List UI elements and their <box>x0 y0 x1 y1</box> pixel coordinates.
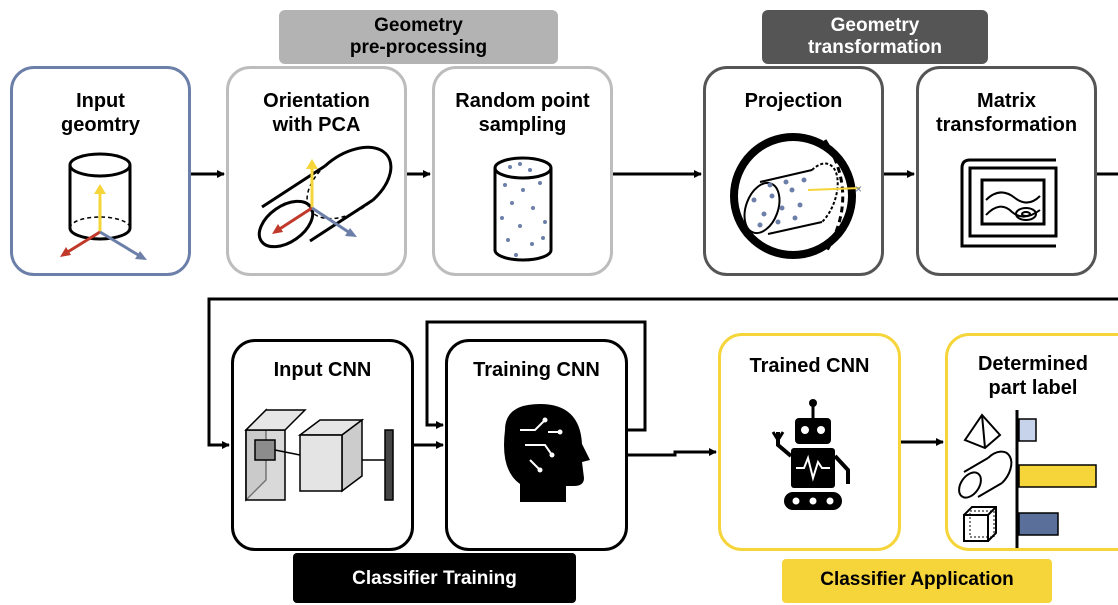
robot-icon <box>771 399 850 510</box>
classifier-training-banner: Classifier Training <box>293 553 576 603</box>
orientation-title: Orientation with PCA <box>263 90 370 136</box>
transformation-banner: Geometry transformation <box>762 10 988 64</box>
sampling-title: Random point sampling <box>455 90 590 136</box>
input-geometry-box: Input geomtry <box>10 66 191 276</box>
oriented-cylinder-icon <box>257 145 393 249</box>
bar-cylinder <box>1018 464 1097 488</box>
arrow-training-loop <box>425 320 647 432</box>
svg-text:×: × <box>855 182 862 196</box>
label-bars <box>1018 418 1097 536</box>
cnn-layers-icon <box>244 408 394 502</box>
sampling-box: Random point sampling <box>432 66 613 276</box>
bar-cube <box>1018 512 1059 536</box>
bar-pyramid <box>1018 418 1037 442</box>
projection-icon: × <box>730 133 862 259</box>
classifier-application-banner: Classifier Application <box>782 559 1052 603</box>
arrow-training-to-trained <box>628 448 717 457</box>
trained-cnn-title: Trained CNN <box>749 355 870 377</box>
brain-head-icon <box>504 404 590 502</box>
arrow-return-loop <box>207 297 1118 449</box>
training-cnn-title: Training CNN <box>473 359 600 381</box>
projection-title: Projection <box>744 90 843 112</box>
projection-box: Projection <box>703 66 884 276</box>
point-cloud-cylinder-icon <box>493 156 553 262</box>
input-cnn-title: Input CNN <box>273 359 372 381</box>
blueprint-icon <box>960 158 1058 248</box>
cylinder-axes-icon <box>60 152 147 260</box>
cylinder-shape-icon <box>958 450 1013 499</box>
pyramid-icon <box>963 413 1002 450</box>
matrix-title: Matrix transformation <box>935 90 1078 136</box>
cube-icon <box>963 506 997 542</box>
preprocessing-banner: Geometry pre-processing <box>279 10 558 64</box>
matrix-box: Matrix transformation <box>916 66 1097 276</box>
input-geometry-title: Input geomtry <box>61 90 140 136</box>
part-label-title: Determined part label <box>977 353 1089 399</box>
